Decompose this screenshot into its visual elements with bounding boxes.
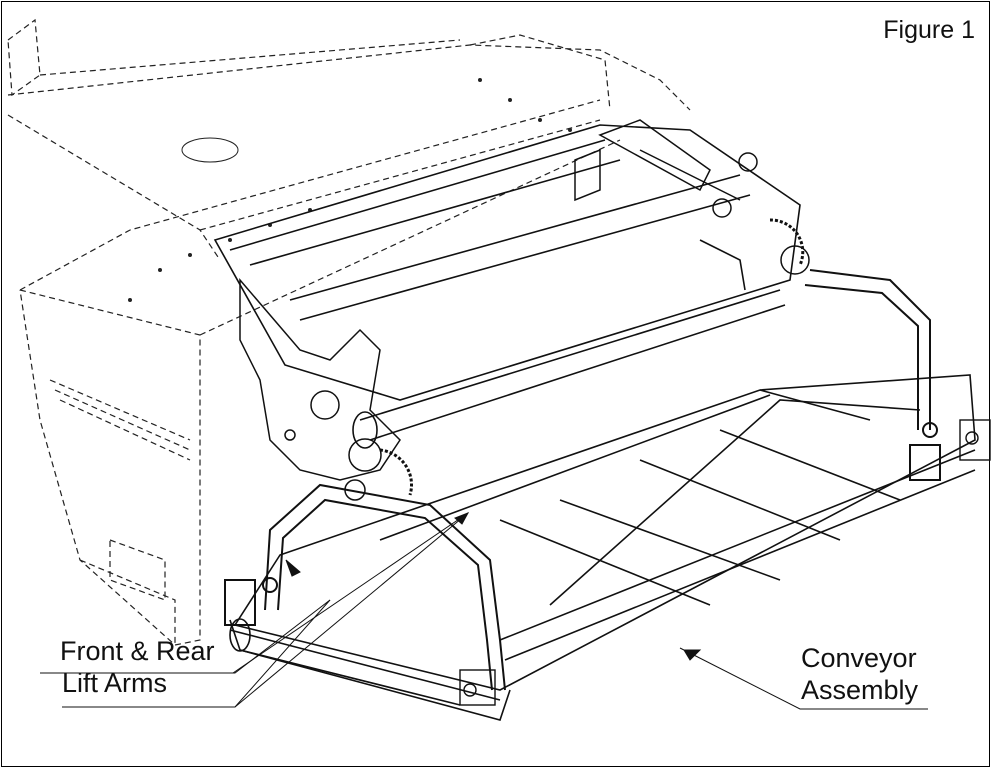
lift-arms [224, 269, 941, 691]
leader-lines [40, 512, 928, 710]
rear-actuator [574, 119, 810, 275]
housing-bolts [128, 78, 572, 302]
roller-assembly [213, 124, 801, 449]
figure-label: Figure 1 [883, 16, 975, 44]
conveyor-label-line2: Assembly [801, 675, 919, 705]
conveyor-label-line1: Conveyor [801, 643, 917, 673]
housing-port [181, 137, 239, 163]
lift-arms-label-line1: Front & Rear [60, 636, 215, 666]
end-bearings [459, 419, 991, 706]
machine-housing [7, 18, 691, 646]
side-plate [239, 277, 414, 501]
lift-arms-label-line2: Lift Arms [62, 668, 168, 698]
